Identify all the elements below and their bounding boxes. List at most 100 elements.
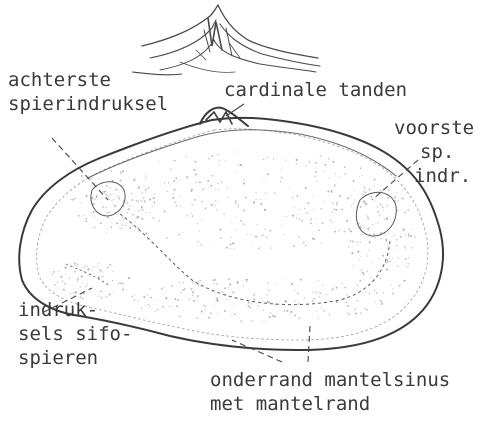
stipple-dot <box>374 289 376 291</box>
stipple-dot <box>303 242 305 244</box>
stipple-dot <box>168 306 169 307</box>
stipple-dot <box>79 286 81 288</box>
stipple-dot <box>336 209 338 211</box>
stipple-dot <box>176 305 178 307</box>
stipple-dot <box>374 186 375 187</box>
stipple-dot <box>321 307 322 308</box>
stipple-dot <box>299 317 301 319</box>
stipple-dot <box>138 187 140 189</box>
stipple-dot <box>374 221 375 222</box>
stipple-dot <box>142 192 143 193</box>
stipple-dot <box>122 216 124 218</box>
stipple-dot <box>174 189 176 191</box>
stipple-dot <box>349 314 350 315</box>
stipple-dot <box>149 306 150 307</box>
stipple-dot <box>328 195 329 196</box>
stipple-dot <box>201 201 203 203</box>
stipple-dot <box>394 192 395 193</box>
stipple-dot <box>252 243 253 244</box>
stipple-dot <box>115 205 117 207</box>
stipple-dot <box>296 195 298 197</box>
stipple-dot <box>126 212 127 213</box>
stipple-dot <box>383 210 384 211</box>
stipple-dot <box>224 310 226 312</box>
stipple-dot <box>360 312 362 314</box>
stipple-dot <box>179 282 180 283</box>
stipple-dot <box>259 246 261 248</box>
stipple-dot <box>172 160 173 161</box>
stipple-dot <box>201 219 202 220</box>
stipple-dot <box>100 290 102 292</box>
stipple-dot <box>221 182 223 184</box>
stipple-dot <box>114 204 116 206</box>
stipple-dot <box>220 237 222 239</box>
stipple-dot <box>94 198 96 200</box>
label-line: sp. <box>394 140 474 164</box>
stipple-dot <box>120 171 122 173</box>
stipple-dot <box>304 208 305 209</box>
stipple-dot <box>226 247 228 249</box>
stipple-dot <box>407 263 409 265</box>
stipple-dot <box>395 249 396 250</box>
stipple-dot <box>291 283 293 285</box>
stipple-dot <box>74 271 76 273</box>
stipple-dot <box>183 310 184 311</box>
stipple-dot <box>205 207 207 209</box>
stipple-dot <box>213 305 214 306</box>
stipple-dot <box>85 218 87 220</box>
stipple-dot <box>197 284 199 286</box>
stipple-dot <box>297 293 299 295</box>
stipple-dot <box>97 266 98 267</box>
stipple-dot <box>356 300 357 301</box>
stipple-dot <box>208 187 209 188</box>
stipple-dot <box>332 161 334 163</box>
stipple-dot <box>84 267 85 268</box>
stipple-dot <box>265 192 266 193</box>
stipple-dot <box>342 283 343 284</box>
stipple-dot <box>128 208 130 210</box>
stipple-dot <box>243 183 245 185</box>
leader-cardinal-teeth <box>226 104 244 116</box>
stipple-dot <box>359 176 360 177</box>
stipple-dot <box>213 283 214 284</box>
stipple-dot <box>145 189 147 191</box>
stipple-dot <box>366 309 368 311</box>
stipple-dot <box>397 210 399 212</box>
stipple-dot <box>201 313 202 314</box>
stipple-dot <box>335 173 336 174</box>
stipple-dot <box>106 185 108 187</box>
stipple-dot <box>267 283 268 284</box>
stipple-dot <box>112 271 114 273</box>
stipple-dot <box>230 243 232 245</box>
stipple-dot <box>94 216 95 217</box>
stipple-dot <box>374 201 375 202</box>
stipple-dot <box>133 299 135 301</box>
stipple-dot <box>268 290 269 291</box>
stipple-dot <box>223 213 225 215</box>
stipple-dot <box>400 233 401 234</box>
stipple-dot <box>362 272 364 274</box>
stipple-dot <box>321 243 323 245</box>
stipple-dot <box>202 188 204 190</box>
stipple-dot <box>154 204 155 205</box>
stipple-dot <box>77 280 78 281</box>
stipple-dot <box>351 252 353 254</box>
stipple-dot <box>292 197 294 199</box>
stipple-dot <box>183 282 184 283</box>
stipple-dot <box>69 277 70 278</box>
stipple-dot <box>107 232 108 233</box>
stipple-dot <box>331 190 333 192</box>
stipple-dot <box>328 158 329 159</box>
stipple-dot <box>145 212 146 213</box>
stipple-dot <box>194 199 196 201</box>
label-siphon-muscle-scars: indruk- sels sifo- spieren <box>18 298 132 370</box>
stipple-dot <box>111 222 112 223</box>
stipple-dot <box>154 194 155 195</box>
stipple-dot <box>191 189 193 191</box>
stipple-dot <box>281 169 282 170</box>
stipple-dot <box>203 305 204 306</box>
stipple-dot <box>143 197 145 199</box>
stipple-dot <box>137 300 139 302</box>
stipple-dot <box>94 227 96 229</box>
stipple-dot <box>234 307 235 308</box>
